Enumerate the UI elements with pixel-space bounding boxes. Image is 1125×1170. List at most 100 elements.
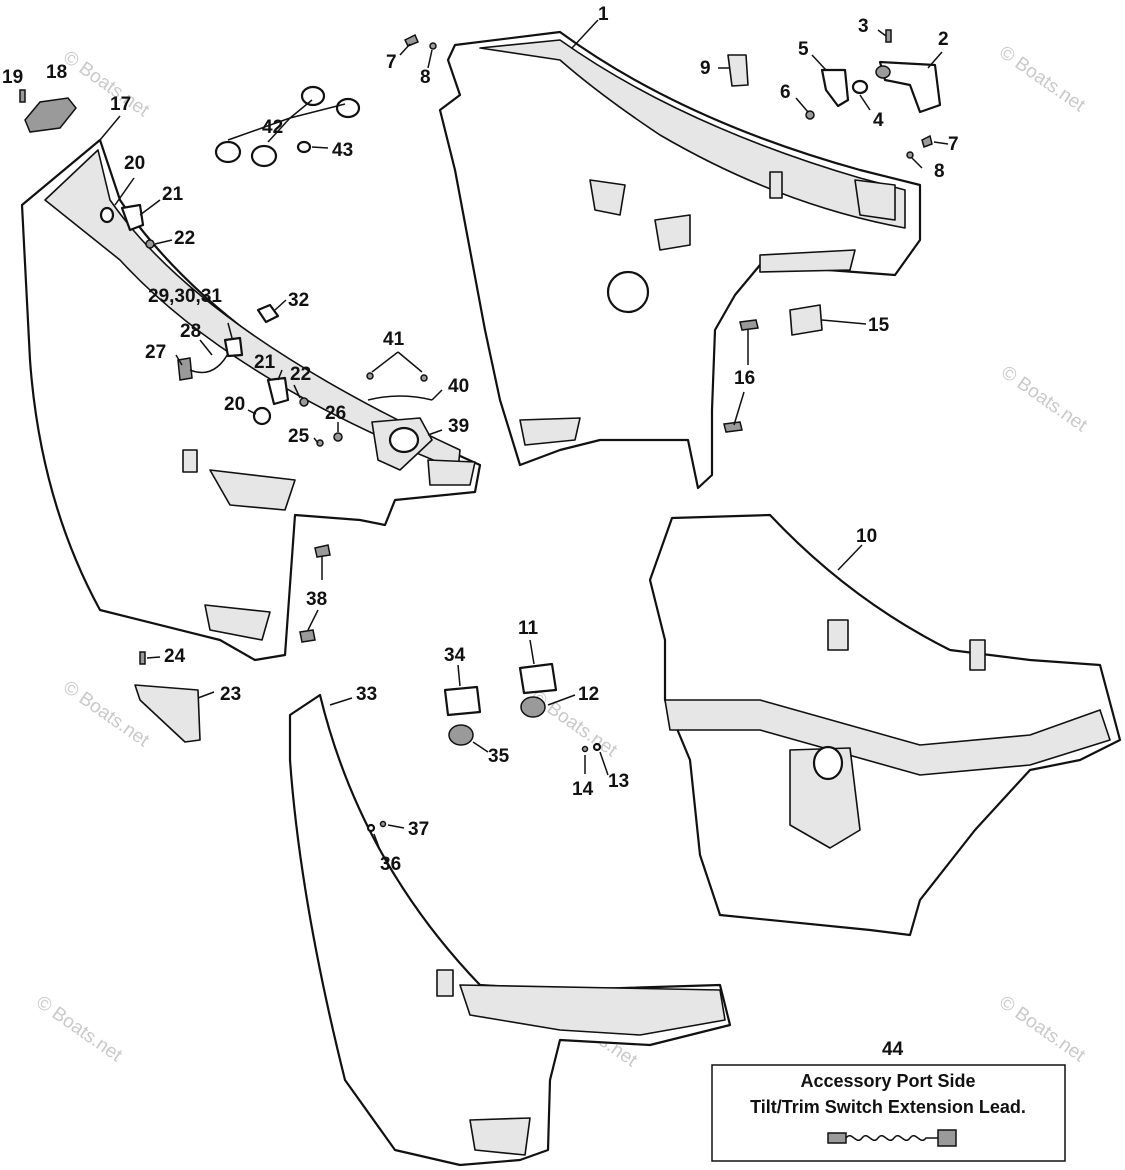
callout-37: 37 (408, 819, 429, 840)
part-34 (443, 685, 482, 717)
callout-21: 21 (162, 184, 184, 205)
callout-7-right: 7 (948, 134, 959, 155)
callout-27: 27 (145, 342, 166, 363)
callout-8-right: 8 (934, 161, 945, 182)
part-41b (420, 374, 428, 382)
accessory-box: Accessory Port Side Tilt/Trim Switch Ext… (711, 1064, 1066, 1162)
leader-lines (99, 19, 949, 851)
part-10-lower-cover (648, 513, 1122, 937)
callout-24: 24 (164, 646, 186, 667)
callout-9: 9 (700, 58, 711, 79)
part-7b (921, 134, 933, 148)
extension-lead (827, 1129, 957, 1147)
part-13 (592, 742, 602, 752)
part-12 (520, 696, 546, 718)
callout-11: 11 (518, 618, 539, 639)
accessory-box-line1: Accessory Port Side (800, 1071, 975, 1091)
part-16b (723, 421, 743, 433)
callout-26: 26 (325, 403, 346, 424)
part-21a (120, 203, 145, 232)
callout-21-second: 21 (254, 352, 276, 373)
part-4 (851, 79, 869, 95)
part-20a (99, 206, 115, 224)
callout-43: 43 (332, 140, 353, 161)
callout-33: 33 (356, 684, 377, 705)
part-18 (24, 97, 77, 133)
callout-41: 41 (383, 329, 405, 350)
part-23 (134, 684, 201, 743)
part-8b (906, 151, 914, 159)
callout-20-second: 20 (224, 394, 245, 415)
part-43 (296, 140, 312, 154)
part-19 (19, 89, 26, 103)
callout-6: 6 (780, 82, 791, 103)
callout-18: 18 (46, 62, 67, 83)
part-6 (805, 110, 815, 120)
part-41a (366, 372, 374, 380)
callout-44: 44 (882, 1039, 904, 1060)
part-33-lower-cover (288, 693, 732, 1167)
callout-23: 23 (220, 684, 241, 705)
callout-5: 5 (798, 39, 809, 60)
callout-34: 34 (444, 645, 466, 666)
callout-8: 8 (420, 67, 431, 88)
part-42a (214, 140, 242, 164)
callout-15: 15 (868, 315, 890, 336)
part-7a (403, 33, 419, 47)
callout-2: 2 (938, 29, 949, 50)
callout-35: 35 (488, 746, 510, 767)
part-42c (300, 85, 326, 107)
part-14 (581, 745, 589, 753)
callout-19: 19 (2, 67, 23, 88)
part-38a (314, 544, 331, 558)
part-5 (820, 68, 850, 108)
watermark: © Boats.net (32, 992, 126, 1067)
part-2b (875, 65, 891, 79)
callout-32: 32 (288, 290, 309, 311)
part-42d (335, 97, 361, 119)
part-22b (299, 397, 309, 407)
watermark: © Boats.net (997, 362, 1091, 437)
part-11 (518, 662, 558, 695)
callout-12: 12 (578, 684, 599, 705)
watermark: © Boats.net (527, 687, 621, 762)
part-20b (252, 406, 272, 426)
callouts: 1 2 3 4 5 6 7 8 7 8 9 10 11 12 13 14 15 … (2, 4, 959, 1060)
callout-38: 38 (306, 589, 327, 610)
accessory-box-frame (711, 1064, 1066, 1162)
part-32 (256, 303, 280, 324)
part-3 (885, 29, 892, 43)
part-9 (727, 54, 749, 87)
callout-28: 28 (180, 321, 201, 342)
callout-13: 13 (608, 771, 629, 792)
watermark: © Boats.net (995, 42, 1089, 117)
callout-10: 10 (856, 526, 877, 547)
part-2 (878, 60, 942, 114)
part-40 (367, 395, 433, 401)
callout-7: 7 (386, 52, 397, 73)
callout-36: 36 (380, 854, 401, 875)
callout-40: 40 (448, 376, 469, 397)
part-36 (366, 823, 376, 833)
part-17-port-cowl (20, 138, 482, 662)
part-38b (299, 629, 316, 643)
callout-20: 20 (124, 153, 145, 174)
part-39-boss (388, 426, 420, 454)
callout-39: 39 (448, 416, 469, 437)
part-26 (333, 432, 343, 442)
part-37 (379, 820, 387, 828)
callout-1: 1 (598, 4, 609, 25)
callout-25: 25 (288, 426, 310, 447)
callout-42: 42 (262, 117, 283, 138)
part-16a (739, 319, 759, 331)
part-15 (789, 304, 823, 336)
callout-16: 16 (734, 368, 755, 389)
accessory-box-line2: Tilt/Trim Switch Extension Lead. (750, 1097, 1026, 1117)
part-8a (429, 42, 437, 50)
callout-22: 22 (174, 228, 195, 249)
watermark: © Boats.net (995, 992, 1089, 1067)
small-parts (19, 29, 942, 833)
callout-17: 17 (110, 94, 131, 115)
part-42b (250, 144, 278, 168)
part-24 (139, 651, 146, 665)
